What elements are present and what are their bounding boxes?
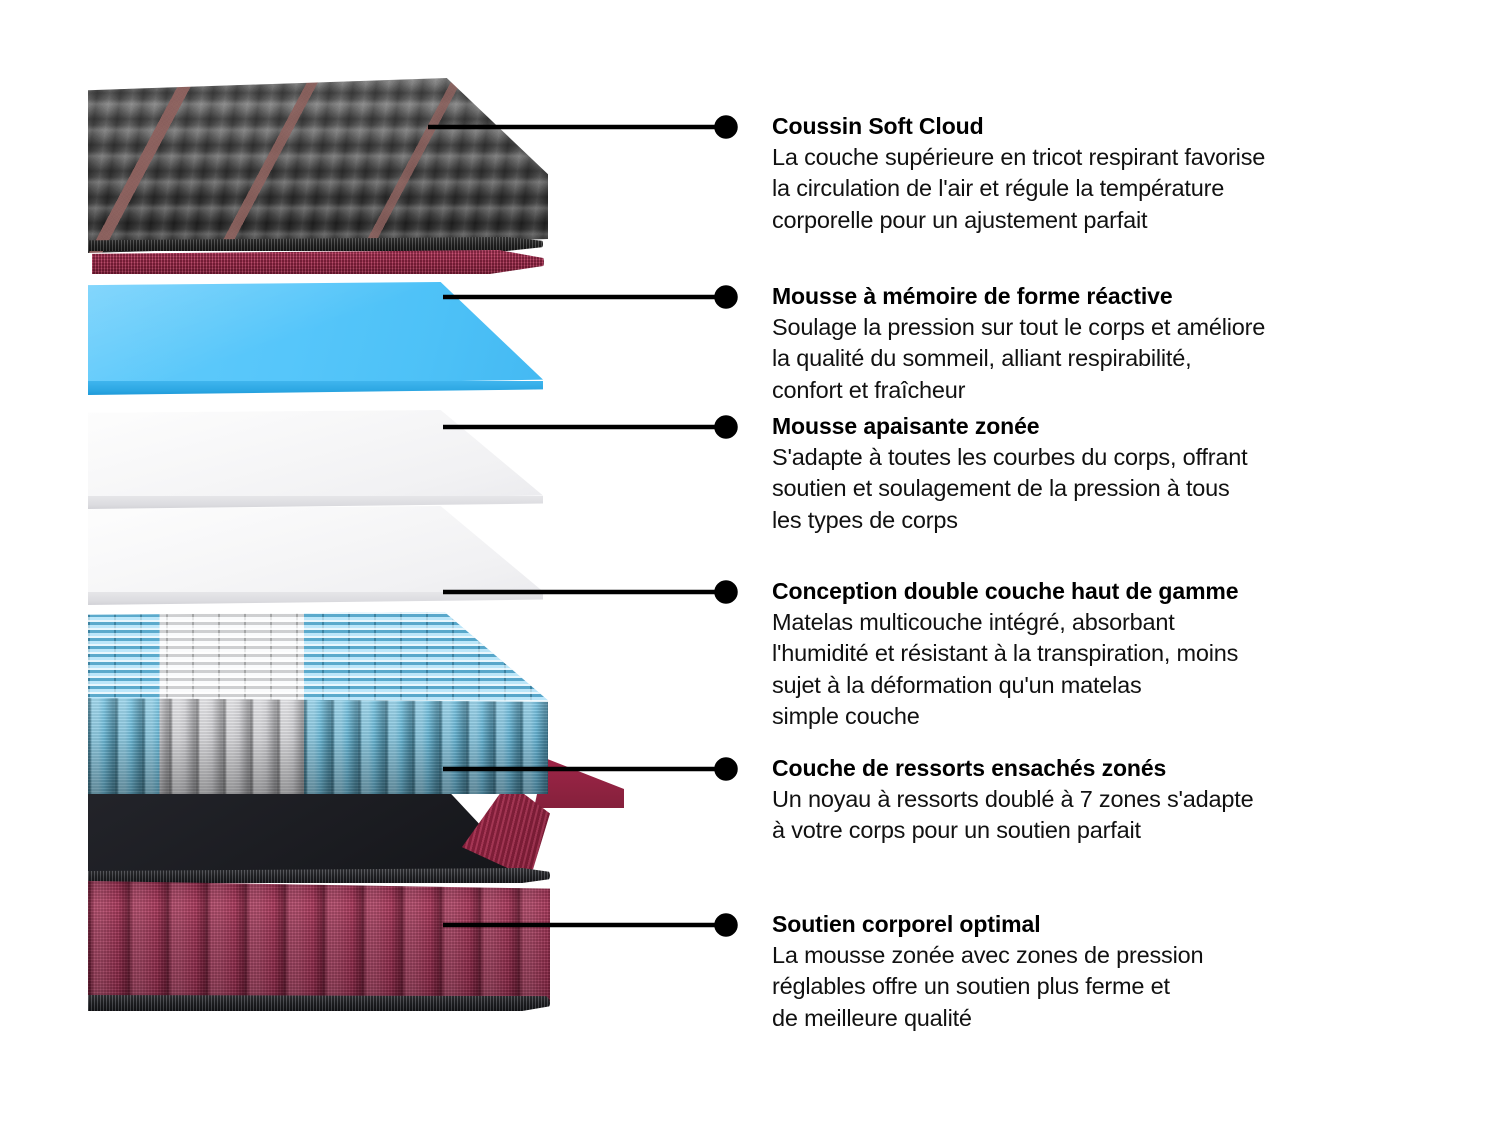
base-top-surface: [88, 782, 528, 880]
mattress-layer-pocket-springs: [88, 612, 624, 812]
callout-title-6: Soutien corporel optimal: [772, 911, 1041, 937]
callout-title-2: Mousse à mémoire de forme réactive: [772, 283, 1173, 309]
callout-body-support: Soutien corporel optimal La mousse zonée…: [772, 911, 1452, 1034]
pocket-spring-cylinders: [88, 698, 548, 794]
callout-memory-foam: Mousse à mémoire de forme réactive Soula…: [772, 283, 1452, 406]
callout-body-1: La couche supérieure en tricot respirant…: [772, 144, 1266, 233]
callout-body-3: S'adapte à toutes les courbes du corps, …: [772, 444, 1248, 533]
callout-dual-layer-design: Conception double couche haut de gamme M…: [772, 578, 1452, 732]
callout-body-2: Soulage la pression sur tout le corps et…: [772, 314, 1266, 403]
base-piping-top: [88, 868, 550, 883]
callout-title-3: Mousse apaisante zonée: [772, 413, 1040, 439]
cushion-crimson-band: [92, 250, 544, 274]
callout-body-5: Un noyau à ressorts doublé à 7 zones s'a…: [772, 786, 1254, 844]
callout-title-4: Conception double couche haut de gamme: [772, 578, 1239, 604]
base-piping-bottom: [88, 995, 550, 1011]
callout-pocket-springs: Couche de ressorts ensachés zonés Un noy…: [772, 755, 1452, 847]
cushion-piping: [88, 237, 543, 251]
callout-body-4: Matelas multicouche intégré, absorbant l…: [772, 609, 1239, 729]
mattress-layer-base: [88, 782, 558, 1022]
callout-title-1: Coussin Soft Cloud: [772, 113, 984, 139]
mattress-layer-dual-design: [88, 506, 548, 616]
callout-calming-foam: Mousse apaisante zonée S'adapte à toutes…: [772, 413, 1452, 536]
base-side-panel: [88, 881, 550, 1009]
callout-body-6: La mousse zonée avec zones de pression r…: [772, 942, 1204, 1031]
callout-title-5: Couche de ressorts ensachés zonés: [772, 755, 1167, 781]
quilted-knit-surface: [88, 78, 548, 253]
pocket-spring-shading: [88, 698, 548, 794]
mattress-layer-memory-foam: [88, 282, 548, 407]
callout-soft-cloud-cushion: Coussin Soft Cloud La couche supérieure …: [772, 113, 1452, 236]
